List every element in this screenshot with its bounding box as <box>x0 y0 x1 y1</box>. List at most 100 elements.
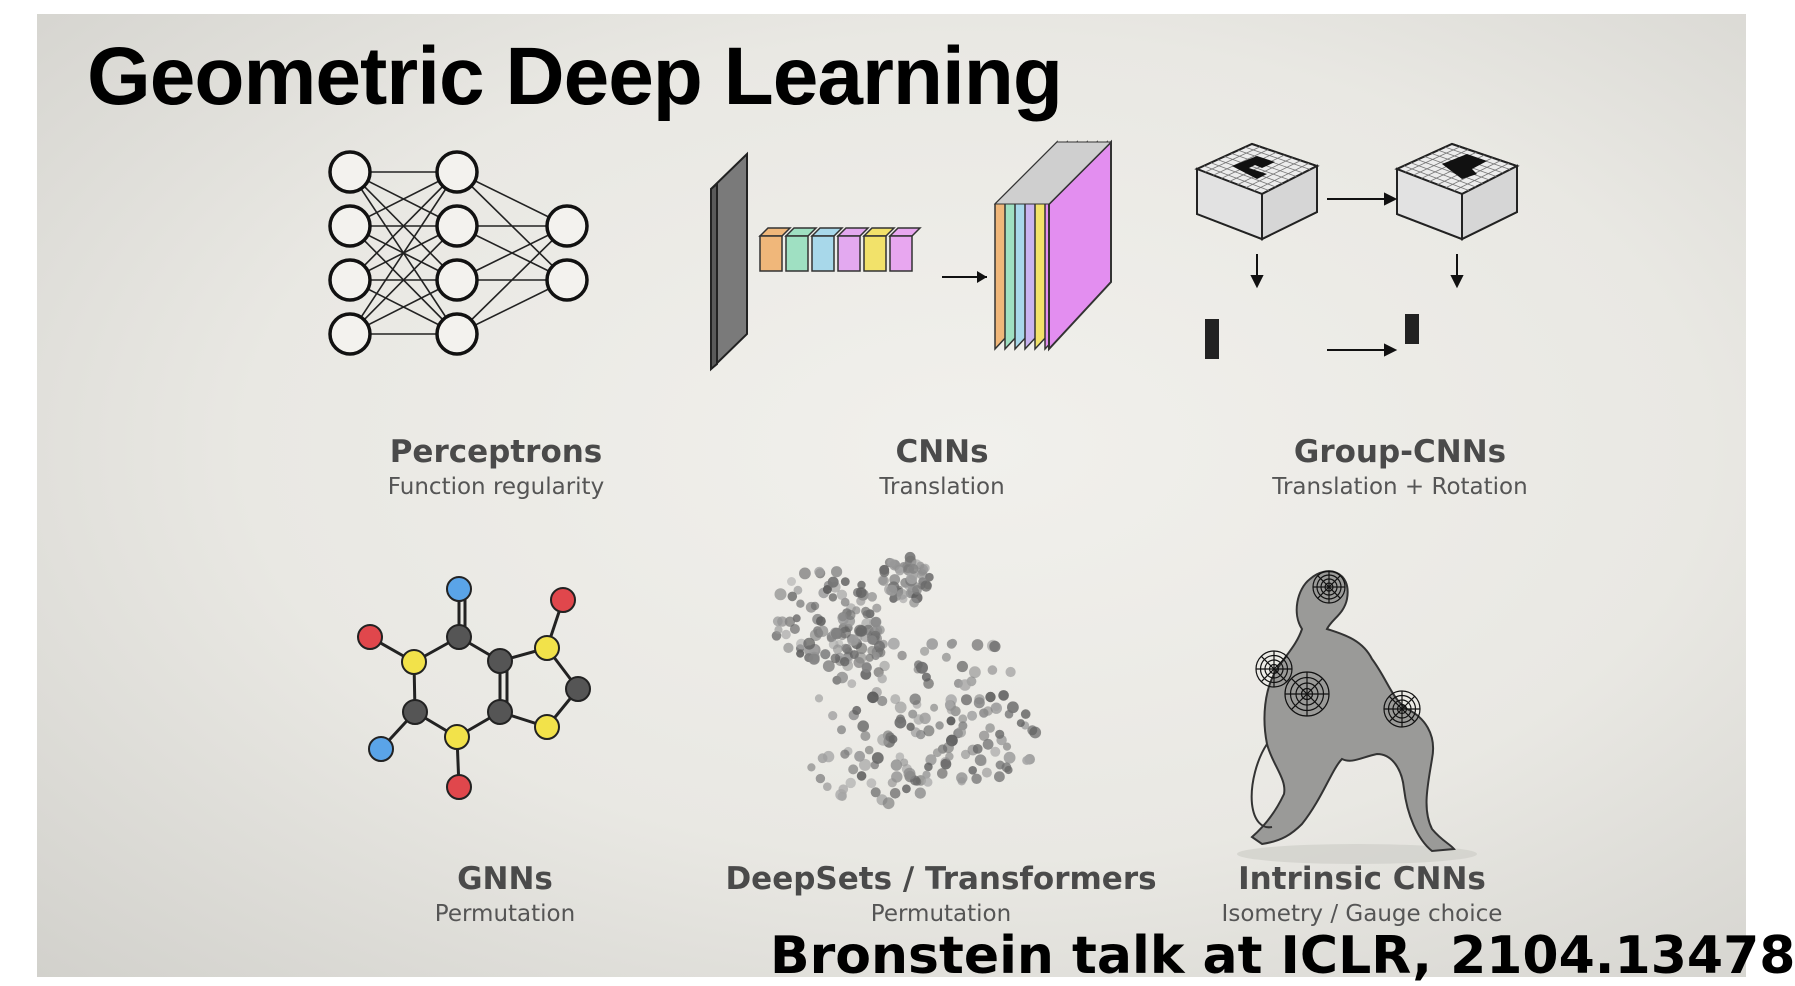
point <box>895 752 905 761</box>
point <box>912 585 922 595</box>
kernel-block <box>785 235 809 272</box>
point <box>841 643 850 653</box>
footer-reference: Bronstein talk at ICLR, 2104.13478 <box>770 926 1795 986</box>
deepsets-point-cloud-figure <box>771 551 1042 810</box>
atom <box>550 587 576 613</box>
point <box>872 603 882 613</box>
point <box>856 771 867 781</box>
point <box>793 585 803 595</box>
slide: Geometric Deep Learning <box>37 14 1795 986</box>
point <box>967 710 978 721</box>
point <box>840 749 850 759</box>
atom <box>444 724 470 750</box>
point <box>867 691 879 704</box>
point <box>870 616 882 628</box>
point <box>774 625 783 634</box>
point <box>889 559 901 571</box>
point <box>822 750 835 763</box>
point <box>912 777 922 786</box>
point <box>828 593 838 602</box>
point <box>959 679 971 691</box>
point <box>814 566 825 577</box>
point <box>855 587 867 598</box>
point <box>894 701 907 714</box>
neuron <box>435 258 479 302</box>
kernel-block <box>889 235 913 272</box>
rotated-f-glyph <box>1442 154 1487 179</box>
point <box>808 653 820 665</box>
caption-subtitle: Function regularity <box>387 474 605 500</box>
point <box>816 625 829 637</box>
point <box>932 748 942 758</box>
point <box>922 770 931 779</box>
point <box>946 716 956 726</box>
point <box>908 563 919 574</box>
point <box>1002 742 1012 751</box>
point <box>830 627 843 640</box>
point <box>814 694 824 703</box>
point <box>968 766 977 775</box>
point <box>985 691 996 703</box>
point <box>820 649 831 660</box>
point <box>982 738 994 750</box>
point <box>878 575 889 586</box>
point <box>845 609 856 621</box>
point <box>839 626 851 639</box>
point <box>867 635 877 645</box>
atom <box>357 624 383 650</box>
atom <box>534 714 560 740</box>
point <box>823 782 832 791</box>
point <box>847 679 857 688</box>
intrinsic-cnn-mesh-figure <box>1237 570 1477 864</box>
point <box>957 777 966 786</box>
point <box>784 616 796 627</box>
point <box>877 695 888 707</box>
neuron <box>328 150 372 194</box>
point <box>978 730 990 741</box>
atom <box>368 736 394 762</box>
caption-title: Intrinsic CNNs <box>1238 861 1486 897</box>
point <box>994 771 1005 783</box>
point <box>886 584 898 596</box>
point <box>941 652 951 662</box>
point <box>888 734 898 744</box>
point <box>891 771 903 783</box>
point <box>890 694 901 705</box>
point <box>990 746 1001 757</box>
point <box>816 616 826 626</box>
point <box>923 678 934 689</box>
point <box>853 657 865 668</box>
point <box>1003 751 1016 764</box>
point <box>903 767 916 780</box>
point <box>859 758 871 771</box>
point <box>897 650 907 661</box>
point <box>979 708 989 718</box>
point <box>789 624 800 634</box>
caption-title: Perceptrons <box>389 434 603 470</box>
point <box>870 787 881 798</box>
point <box>920 580 932 592</box>
point <box>877 674 887 684</box>
point <box>783 642 794 653</box>
caption-perceptrons: Perceptrons Function regularity <box>388 434 604 500</box>
point <box>981 767 992 778</box>
point <box>871 752 884 764</box>
point <box>978 757 987 766</box>
point <box>836 589 848 600</box>
caption-deepsets-transformers: DeepSets / Transformers Permutation <box>725 861 1156 927</box>
point <box>1007 701 1019 714</box>
caption-title: DeepSets / Transformers <box>725 861 1157 897</box>
point <box>857 720 869 732</box>
atom <box>446 576 472 602</box>
point <box>827 576 839 588</box>
point <box>815 773 826 784</box>
point <box>925 572 934 582</box>
neuron <box>435 150 479 194</box>
point <box>848 764 859 775</box>
point <box>837 725 846 735</box>
point <box>923 777 933 787</box>
point <box>803 637 816 650</box>
point <box>945 752 954 761</box>
point <box>990 702 1002 714</box>
point <box>799 567 811 580</box>
